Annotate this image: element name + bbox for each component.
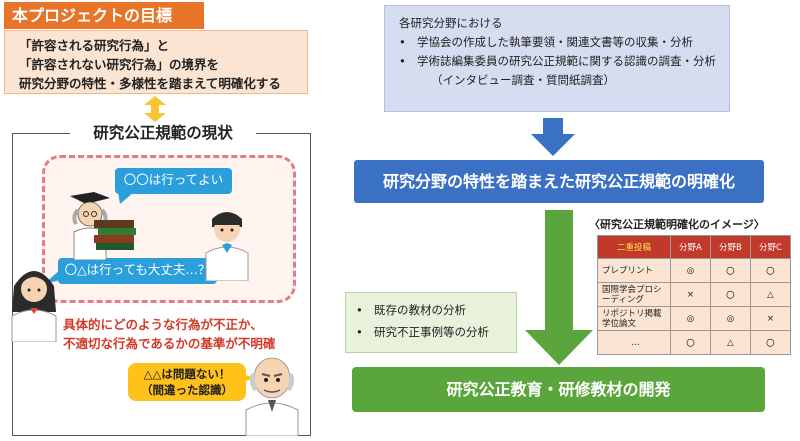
norm-image-table: 二重投稿 分野A 分野B 分野C プレプリント ◎ 〇 〇 国際学会プロシーディ…	[597, 235, 792, 355]
table-cell: ◎	[670, 258, 711, 283]
current-state-title: 研究公正規範の現状	[70, 122, 256, 144]
table-cell: ×	[670, 282, 711, 307]
wrong-belief-bubble: △△は問題ない！ （間違った認識）	[128, 363, 246, 401]
table-header: 二重投稿	[597, 235, 671, 259]
woman-researcher-icon	[11, 271, 57, 342]
material-development-box: 研究公正教育・研修教材の開発	[352, 367, 765, 412]
goal-line: 研究分野の特性・多様性を踏まえて明確化する	[19, 76, 281, 91]
goal-line: 「許容されない研究行為」の境界を	[19, 57, 220, 72]
table-cell: 〇	[670, 330, 711, 355]
survey-box: 各研究分野における • 学協会の作成した執筆要領・関連文書等の収集・分析 • 学術誌…	[384, 5, 730, 112]
image-caption: 〈研究公正規範明確化のイメージ〉	[589, 218, 765, 231]
bullet: •	[356, 303, 363, 317]
bullet: •	[399, 54, 406, 68]
bubble-tail-icon	[118, 192, 134, 204]
table-cell: 〇	[709, 258, 751, 283]
wrong-belief-line: （間違った認識）	[141, 383, 233, 397]
table-cell: 〇	[709, 282, 751, 307]
table-row-label: リポジトリ掲載学位論文	[597, 306, 671, 331]
table-cell: 〇	[749, 258, 792, 283]
warning-line: 不適切な行為であるかの基準が不明確	[63, 336, 276, 351]
table-header-row: 二重投稿 分野A 分野B 分野C	[597, 235, 792, 259]
survey-item-text: 学術誌編集委員の研究公正規範に関する認識の調査・分析	[417, 54, 716, 68]
table-header: 分野C	[749, 235, 792, 259]
speech-bubble-ok: 〇〇は行ってよい	[115, 168, 232, 194]
analysis-item-text: 研究不正事例等の分析	[374, 325, 489, 339]
survey-item-text: 学協会の作成した執筆要領・関連文書等の収集・分析	[417, 35, 693, 49]
table-header: 分野B	[709, 235, 751, 259]
goal-box: 「許容される研究行為」と 「許容されない研究行為」の境界を 研究分野の特性・多様…	[4, 30, 308, 94]
goal-line: 「許容される研究行為」と	[19, 38, 170, 53]
bullet: •	[356, 325, 363, 339]
table-header: 分野A	[670, 235, 711, 259]
professor-with-books-icon	[70, 192, 136, 260]
survey-item: • 学術誌編集委員の研究公正規範に関する認識の調査・分析	[399, 52, 729, 71]
survey-item: • 学協会の作成した執筆要領・関連文書等の収集・分析	[399, 33, 729, 52]
down-arrow-icon	[531, 118, 575, 156]
clarification-box: 研究分野の特性を踏まえた研究公正規範の明確化	[354, 160, 764, 203]
survey-heading: 各研究分野における	[399, 16, 503, 30]
table-row-label: …	[597, 330, 671, 355]
table-cell: ×	[749, 306, 792, 331]
young-researcher-icon	[205, 212, 249, 281]
table-cell: ◎	[709, 306, 751, 331]
table-cell: △	[709, 330, 751, 355]
survey-note: （インタビュー調査・質問紙調査）	[431, 73, 615, 87]
bullet: •	[399, 35, 406, 49]
speech-bubble-question: 〇△は行っても大丈夫…？	[58, 258, 217, 284]
double-arrow-icon	[144, 96, 166, 122]
table-row-label: プレプリント	[597, 258, 671, 283]
table-cell: ◎	[670, 306, 711, 331]
table-row: リポジトリ掲載学位論文 ◎ ◎ ×	[597, 306, 792, 331]
analysis-item: • 既存の教材の分析	[356, 299, 516, 321]
warning-text: 具体的にどのような行為が不正か、 不適切な行為であるかの基準が不明確	[63, 315, 309, 357]
table-row: プレプリント ◎ 〇 〇	[597, 258, 792, 283]
bubble-tail-icon	[238, 372, 254, 384]
analysis-box: • 既存の教材の分析 • 研究不正事例等の分析	[345, 292, 517, 353]
down-arrow-icon	[525, 210, 593, 365]
table-row: 国際学会プロシーディング × 〇 △	[597, 282, 792, 307]
warning-line: 具体的にどのような行為が不正か、	[63, 317, 263, 332]
table-row-label: 国際学会プロシーディング	[597, 282, 671, 307]
table-row: … 〇 △ 〇	[597, 330, 792, 355]
table-cell: △	[749, 282, 792, 307]
old-man-icon	[245, 357, 299, 436]
goal-title: 本プロジェクトの目標	[4, 2, 204, 29]
table-cell: 〇	[749, 330, 792, 355]
wrong-belief-line: △△は問題ない！	[143, 367, 231, 381]
analysis-item-text: 既存の教材の分析	[374, 303, 466, 317]
analysis-item: • 研究不正事例等の分析	[356, 321, 516, 343]
